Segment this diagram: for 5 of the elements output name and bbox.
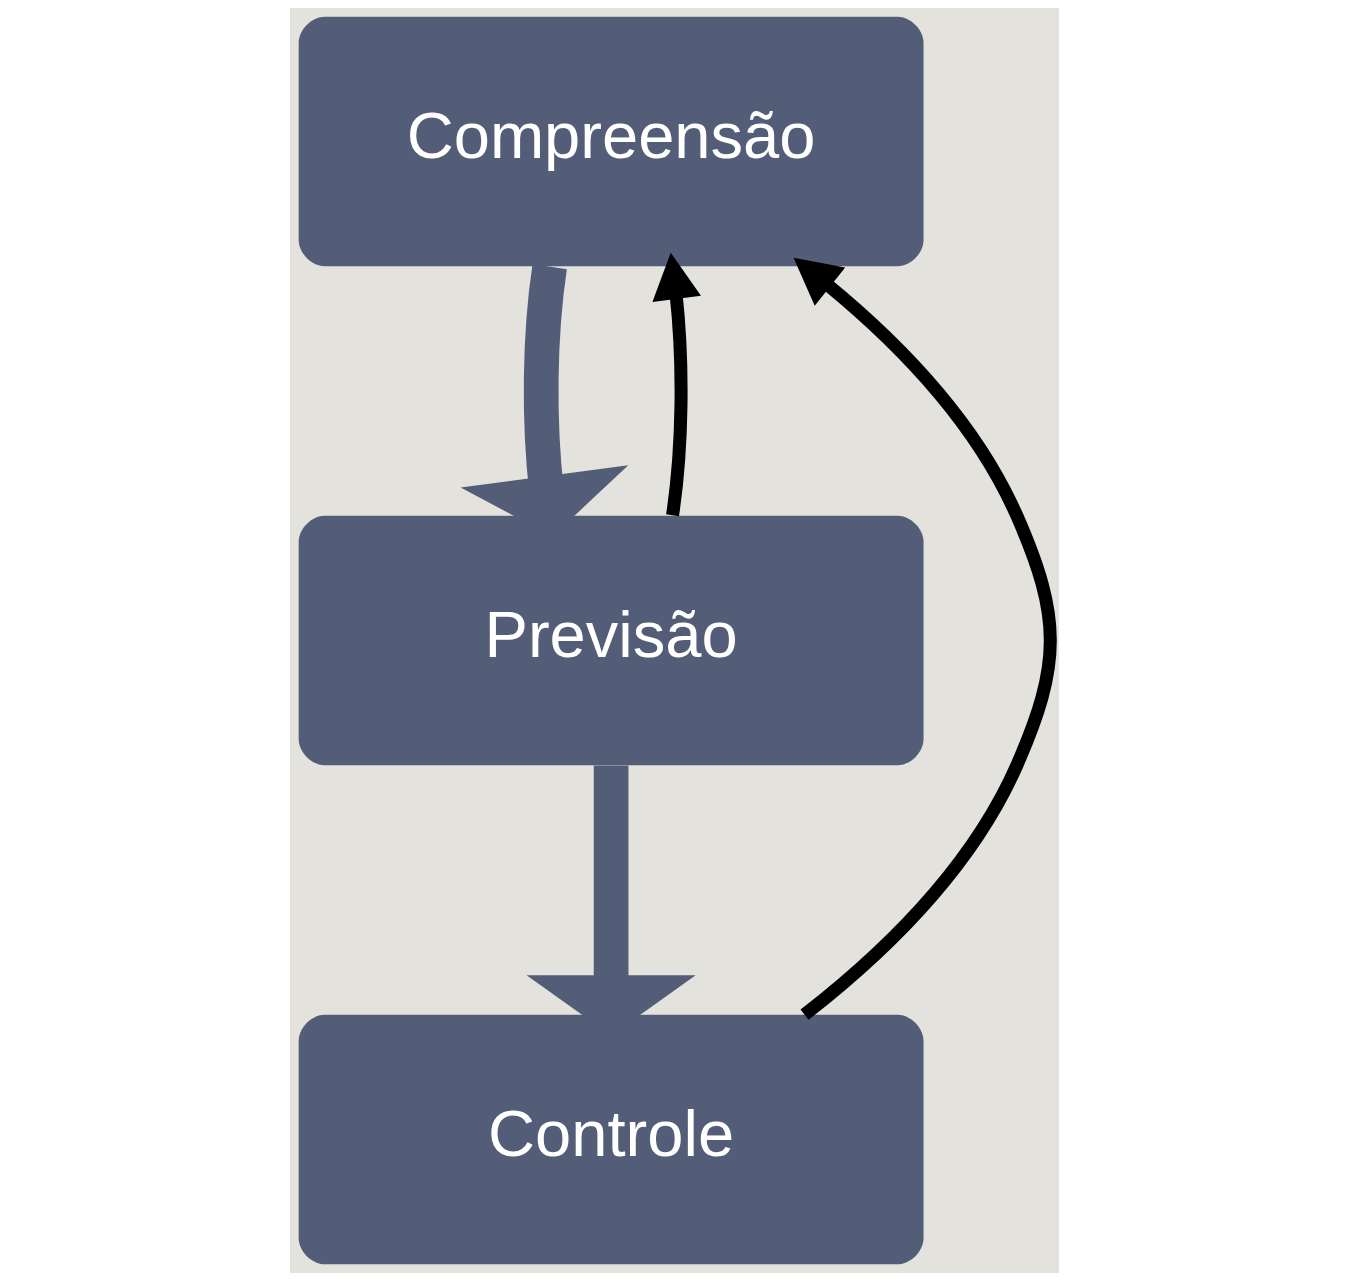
node-box: Previsão — [298, 515, 924, 766]
arrow — [793, 257, 1057, 1020]
node-box: Compreensão — [298, 16, 924, 267]
arrow — [651, 252, 701, 517]
node-box: Controle — [298, 1014, 924, 1265]
